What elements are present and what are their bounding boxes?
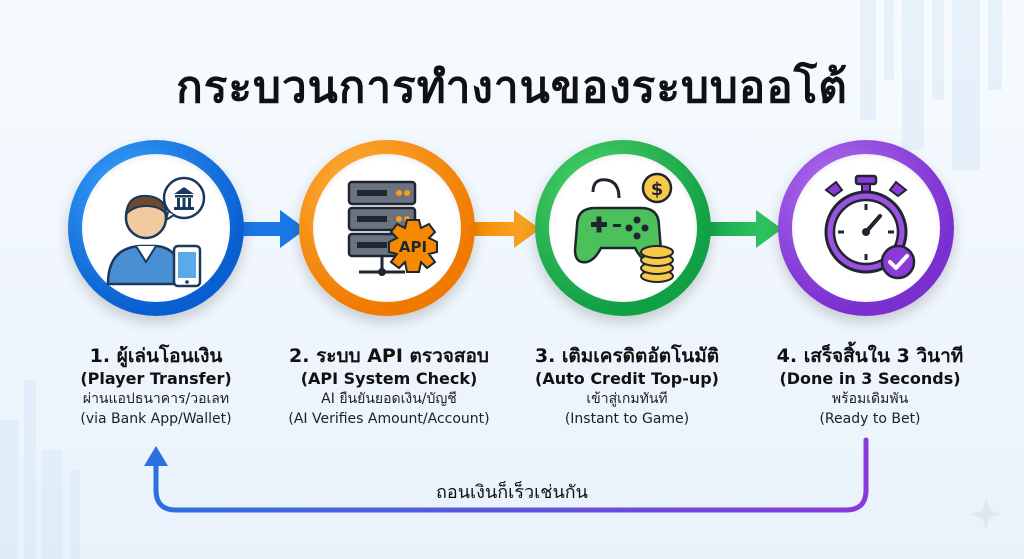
dollar-sign: $ bbox=[651, 179, 664, 200]
step-1-title: 1. ผู้เล่นโอนเงิน bbox=[89, 345, 223, 367]
step-1-desc-en: (via Bank App/Wallet) bbox=[80, 411, 232, 427]
withdraw-loop-label: ถอนเงินก็เร็วเช่นกัน bbox=[436, 482, 588, 503]
step-2-title: 2. ระบบ API ตรวจสอบ bbox=[289, 345, 489, 367]
loop-arrow bbox=[144, 437, 869, 513]
step-3-subtitle: (Auto Credit Top-up) bbox=[535, 369, 719, 388]
step-2-subtitle: (API System Check) bbox=[300, 369, 478, 388]
step-3-text: 3. เติมเครดิตอัตโนมัติ (Auto Credit Top-… bbox=[507, 344, 747, 429]
step-1-ring bbox=[68, 140, 244, 316]
server-api-icon: API bbox=[347, 180, 438, 276]
step-4-ring bbox=[778, 140, 954, 316]
step-1-desc: ผ่านแอปธนาคาร/วอเลท bbox=[82, 391, 230, 407]
step-3-desc-en: (Instant to Game) bbox=[564, 411, 690, 427]
step-2-ring: API bbox=[299, 140, 475, 316]
step-4-subtitle: (Done in 3 Seconds) bbox=[779, 369, 961, 388]
step-2-desc-en: (AI Verifies Amount/Account) bbox=[288, 411, 490, 427]
user-bank-phone-icon bbox=[106, 176, 206, 288]
gamepad-coin-icon: $ bbox=[573, 172, 674, 283]
step-1-subtitle: (Player Transfer) bbox=[80, 369, 232, 388]
step-4-desc-en: (Ready to Bet) bbox=[819, 411, 921, 427]
step-3-title: 3. เติมเครดิตอัตโนมัติ bbox=[534, 345, 720, 367]
api-badge: API bbox=[399, 238, 427, 256]
step-3-desc: เข้าสู่เกมทันที bbox=[586, 391, 668, 407]
arrow-2-3 bbox=[472, 210, 540, 248]
step-2-desc: AI ยืนยันยอดเงิน/บัญชี bbox=[321, 391, 457, 407]
arrow-1-2 bbox=[240, 210, 306, 248]
page-title: กระบวนการทำงานของระบบออโต้ bbox=[176, 62, 848, 113]
step-2-text: 2. ระบบ API ตรวจสอบ (API System Check) A… bbox=[269, 344, 509, 429]
step-4-text: 4. เสร็จสิ้นใน 3 วินาที (Done in 3 Secon… bbox=[750, 344, 990, 429]
step-4-title: 4. เสร็จสิ้นใน 3 วินาที bbox=[776, 345, 964, 367]
arrow-3-4 bbox=[708, 210, 782, 248]
step-1-text: 1. ผู้เล่นโอนเงิน (Player Transfer) ผ่าน… bbox=[36, 344, 276, 429]
stopwatch-check-icon bbox=[824, 174, 916, 280]
step-3-ring: $ bbox=[535, 140, 711, 316]
api-gear-icon: API bbox=[388, 219, 438, 273]
step-4-desc: พร้อมเดิมพัน bbox=[831, 391, 909, 407]
